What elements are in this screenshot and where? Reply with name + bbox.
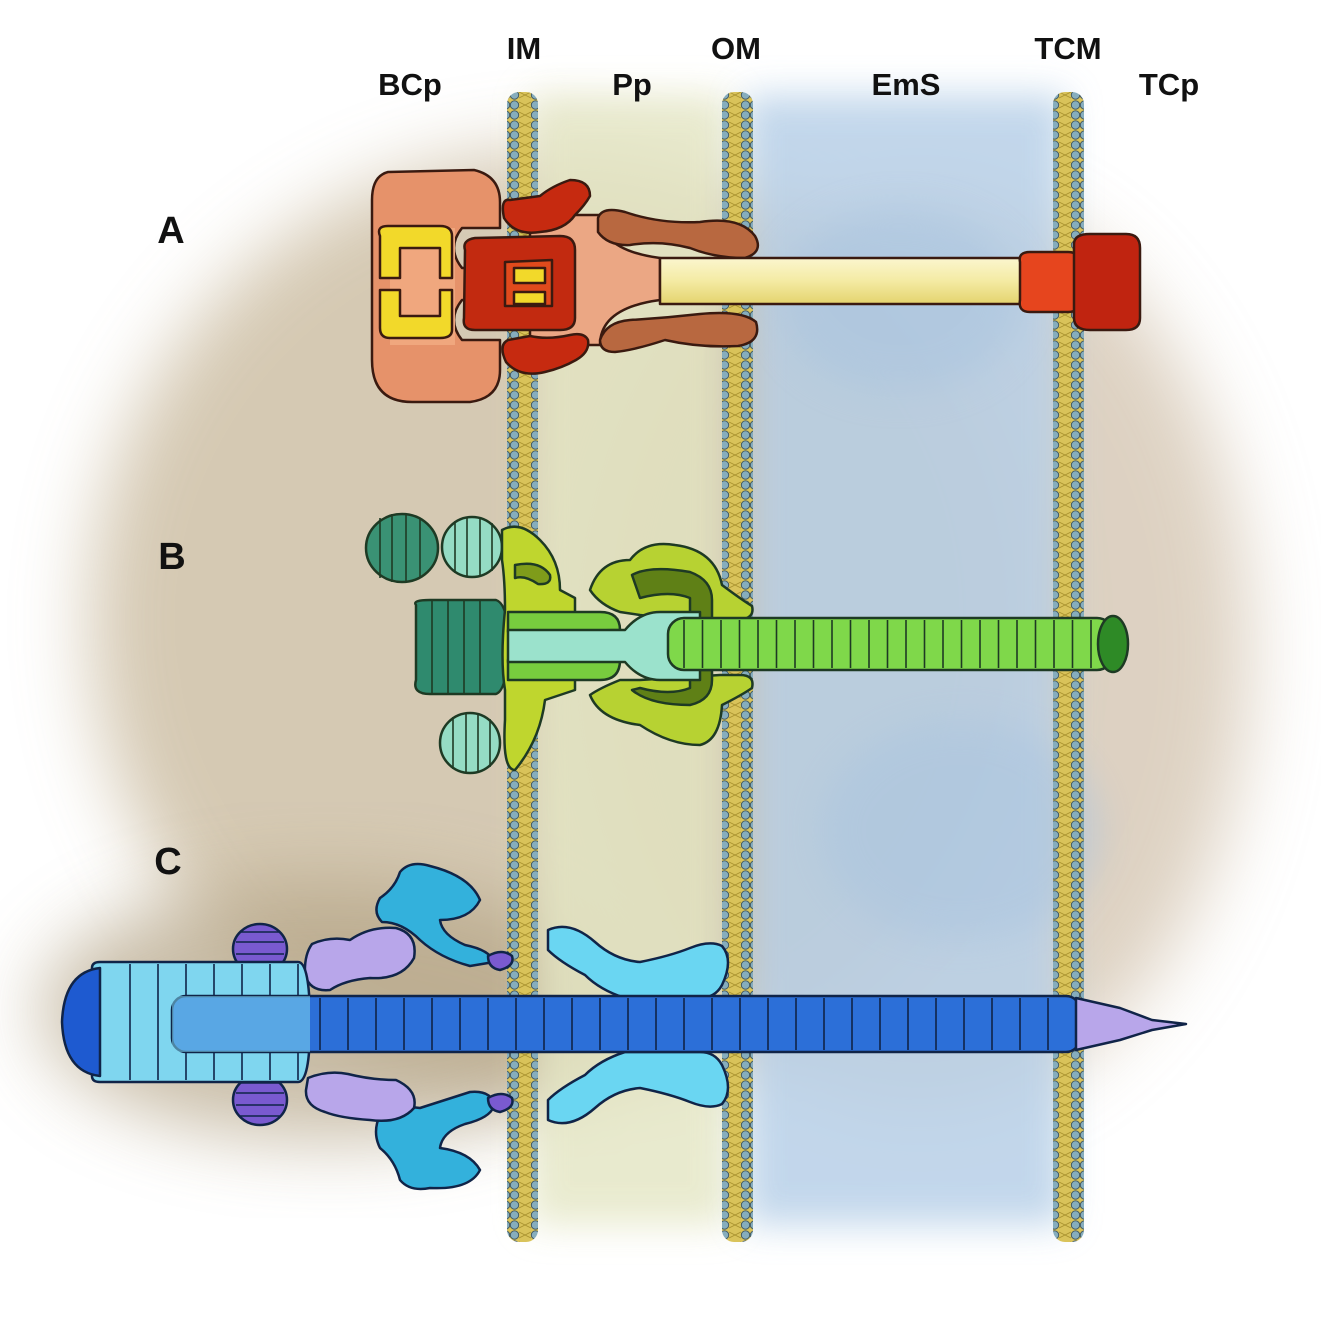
panel-a-yellow-hook-bottom (378, 288, 454, 340)
panel-a-yellow-hook-top (377, 224, 454, 280)
panel-a-translocon-right (1072, 232, 1142, 332)
panel-b-flagellar-filament (666, 614, 1130, 674)
panel-b-stator-top-left (364, 512, 440, 584)
panel-c-baseplate-cap (60, 966, 102, 1078)
panel-c-lower-lavender (304, 1071, 416, 1122)
panel-b-filament-cap (1096, 614, 1130, 674)
label-periplasm: Pp (612, 67, 652, 102)
panel-a-system (370, 168, 1142, 404)
label-bacterial-cytoplasm: BCp (378, 67, 442, 102)
panel-b-channel (506, 610, 702, 682)
panel-label-a: A (157, 210, 185, 252)
panel-a-red-clamp-top (501, 178, 592, 234)
label-inner-membrane: IM (506, 31, 542, 66)
panel-a-yellow-inner-top (512, 266, 547, 285)
panel-b-dark-collar-top (630, 567, 714, 624)
panel-c-outer-complex-top (546, 925, 730, 1000)
label-target-cell-membrane: TCM (1034, 31, 1102, 66)
panel-c-outer-complex-bottom (546, 1050, 730, 1125)
panel-c-tube (170, 994, 1082, 1054)
panel-c-lower-tip (486, 1092, 514, 1114)
panel-a-yellow-inner-bottom (512, 290, 547, 306)
panel-c-upper-arm (375, 862, 496, 968)
panel-c-spike-tip (1074, 996, 1188, 1052)
panel-b-stator-top-right (440, 515, 504, 579)
panel-label-c: C (154, 841, 182, 883)
label-outer-membrane: OM (711, 31, 761, 66)
panel-b-outer-ring-bottom (588, 673, 754, 747)
panel-a-om-ring-bottom (598, 311, 759, 354)
panel-b-atpase (414, 598, 510, 696)
panel-a-om-ring-top (596, 208, 760, 260)
panel-a-red-clamp-bottom (501, 332, 590, 375)
panel-b-system (364, 512, 1130, 775)
panel-label-b: B (158, 536, 186, 578)
panel-b-inner-curl (513, 562, 552, 586)
panel-b-stator-bottom (438, 711, 502, 775)
panel-a-translocon-left (1018, 250, 1082, 314)
label-extracellular-space: EmS (871, 67, 941, 102)
label-target-cell-cytoplasm: TCp (1138, 67, 1200, 102)
panel-c-upper-tip (486, 950, 514, 972)
panel-a-needle (658, 256, 1040, 306)
panel-c-system (60, 862, 1188, 1191)
